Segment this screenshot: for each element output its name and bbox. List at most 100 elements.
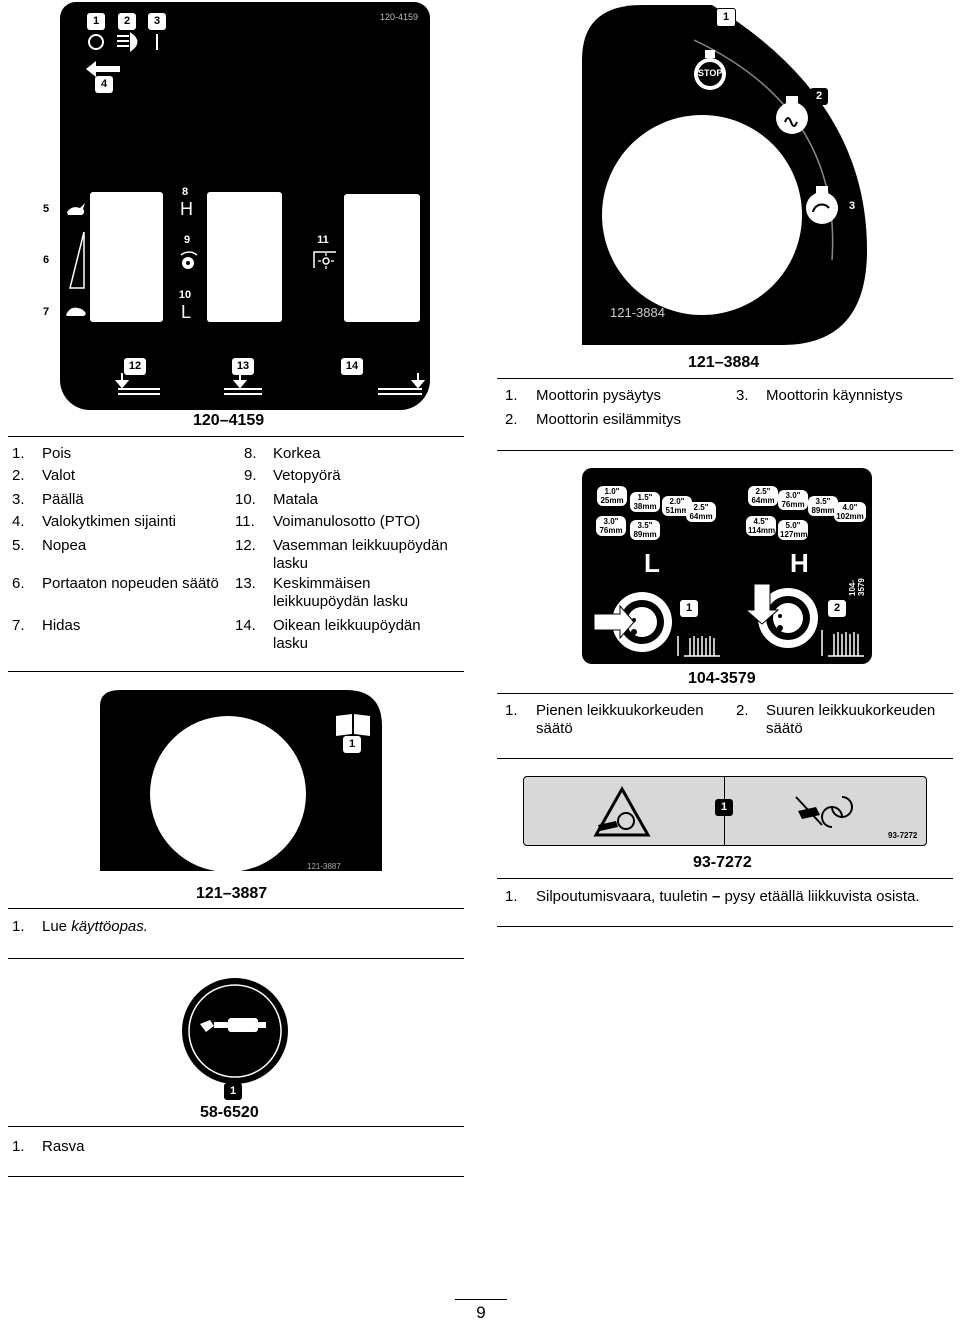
legend-item: 1.Moottorin pysäytys — [505, 387, 662, 404]
callout-1: 1 — [343, 736, 361, 753]
divider — [497, 758, 953, 759]
height-chip: 5.0" 127mm — [778, 520, 808, 540]
divider — [8, 908, 464, 909]
deck-lower-left-icon — [114, 373, 160, 395]
operators-manual-icon — [336, 714, 370, 736]
height-chip: 3.0" 76mm — [778, 490, 808, 510]
callout-1: 1 — [715, 799, 733, 816]
headlight-icon — [117, 32, 138, 52]
callout-2: 2 — [828, 600, 846, 617]
legend-item: 1.Pienen leikkuukorkeuden säätö — [505, 702, 704, 737]
decal-code-small: 93-7272 — [888, 831, 918, 840]
low-symbol: L — [181, 302, 192, 322]
divider — [8, 1176, 464, 1177]
legend-dash: – — [711, 888, 721, 905]
legend-120-4159-left: 1.Pois 2.Valot 3.Päällä 4.Valokytkimen s… — [12, 445, 219, 634]
decal-caption-104-3579: 104-3579 — [688, 670, 756, 687]
legend-text: Lue — [42, 918, 68, 935]
lever-window-center — [207, 192, 282, 322]
callout-10: 10 — [176, 287, 194, 304]
legend-120-4159-right: 8.Korkea 9.Vetopyörä 10.Matala 11.Voiman… — [235, 445, 448, 652]
legend-text: pysy etäällä liikkuvista osista. — [724, 888, 920, 905]
decal-code-small: 120-4159 — [380, 12, 419, 22]
high-letter: H — [790, 548, 809, 578]
callout-1: 1 — [224, 1083, 242, 1100]
high-height-wheel-icon — [744, 583, 864, 657]
decal-code-small: 121-3887 — [307, 862, 341, 871]
divider — [8, 958, 464, 959]
legend-item: 2.Moottorin esilämmitys — [505, 411, 682, 428]
arrow-left-icon — [86, 61, 120, 77]
decal-120-4159: 120-4159 1 2 3 4 5 6 7 8 H 9 10 L 11 — [37, 2, 430, 410]
grease-gun-icon — [200, 1018, 266, 1032]
page-number-rule — [455, 1299, 507, 1300]
callout-2: 2 — [810, 88, 828, 105]
callout-1: 1 — [87, 13, 105, 30]
callout-14: 14 — [341, 358, 363, 375]
decal-caption-121-3887: 121–3887 — [196, 885, 268, 902]
callout-3: 3 — [843, 198, 861, 215]
callout-7: 7 — [37, 304, 55, 321]
legend-item: 1. Lue käyttöopas. — [12, 918, 148, 935]
low-height-wheel-icon — [593, 592, 720, 657]
divider — [8, 671, 464, 672]
callout-11: 11 — [314, 232, 332, 249]
divider — [497, 926, 953, 927]
stop-icon — [694, 50, 726, 90]
turtle-icon — [66, 307, 86, 316]
low-letter: L — [644, 548, 660, 578]
callout-1: 1 — [716, 8, 736, 27]
decal-58-6520 — [182, 978, 288, 1084]
shredding-hazard-icon — [593, 785, 651, 837]
callout-3: 3 — [148, 13, 166, 30]
decal-caption-120-4159: 120–4159 — [193, 412, 265, 429]
off-icon — [88, 34, 104, 50]
lever-window-left — [90, 192, 163, 322]
stop-label: STOP — [698, 68, 723, 78]
legend-item: 3.Moottorin käynnistys — [736, 387, 903, 404]
decal-121-3884 — [582, 5, 867, 345]
decal-104-3579: 1.0" 25mm 1.5" 38mm 2.0" 51mm 2.5" 64mm … — [582, 468, 872, 664]
preheat-icon — [776, 96, 808, 134]
light-switch-icons — [88, 32, 158, 52]
callout-4: 4 — [95, 76, 113, 93]
callout-5: 5 — [37, 201, 55, 218]
start-icon — [806, 186, 838, 224]
page-number: 9 — [476, 1303, 486, 1322]
deck-lower-icons — [114, 373, 426, 395]
height-chip: 4.0" 102mm — [834, 502, 866, 522]
callout-9: 9 — [178, 232, 196, 249]
divider — [497, 378, 953, 379]
height-chip: 3.5" 89mm — [630, 520, 660, 540]
high-symbol: H — [180, 199, 193, 219]
deck-lower-center-icon — [224, 373, 262, 395]
legend-item: 1.Rasva — [12, 1138, 85, 1155]
legend-item: 2.Suuren leikkuukorkeuden säätö — [736, 702, 936, 737]
height-chip: 4.5" 114mm — [746, 516, 776, 536]
height-chip: 2.0" 51mm — [662, 496, 692, 516]
divider — [497, 450, 953, 451]
decal-121-3887 — [100, 690, 382, 872]
callout-13: 13 — [232, 358, 254, 375]
height-chip: 3.5" 89mm — [808, 496, 838, 516]
divider — [497, 693, 953, 694]
divider — [8, 436, 464, 437]
height-chip: 1.0" 25mm — [597, 486, 627, 506]
traction-wheel-icon — [180, 251, 198, 269]
deck-lower-right-icon — [378, 373, 426, 395]
divider — [497, 878, 953, 879]
stay-away-moving-parts-icon — [795, 796, 853, 828]
legend-text: Silpoutumisvaara, tuuletin — [536, 888, 708, 905]
decal-caption-93-7272: 93-7272 — [693, 854, 752, 871]
height-chip: 2.5" 64mm — [686, 502, 716, 522]
height-chip: 2.5" 64mm — [748, 486, 778, 506]
pto-icon — [313, 251, 336, 269]
height-chip: 1.5" 38mm — [630, 492, 660, 512]
callout-12: 12 — [124, 358, 146, 375]
callout-6: 6 — [37, 252, 55, 269]
rabbit-icon — [67, 203, 85, 215]
callout-8: 8 — [176, 184, 194, 201]
decal-caption-121-3884: 121–3884 — [688, 354, 760, 371]
callout-1: 1 — [680, 600, 698, 617]
decal-code-small: 121-3884 — [610, 305, 665, 320]
